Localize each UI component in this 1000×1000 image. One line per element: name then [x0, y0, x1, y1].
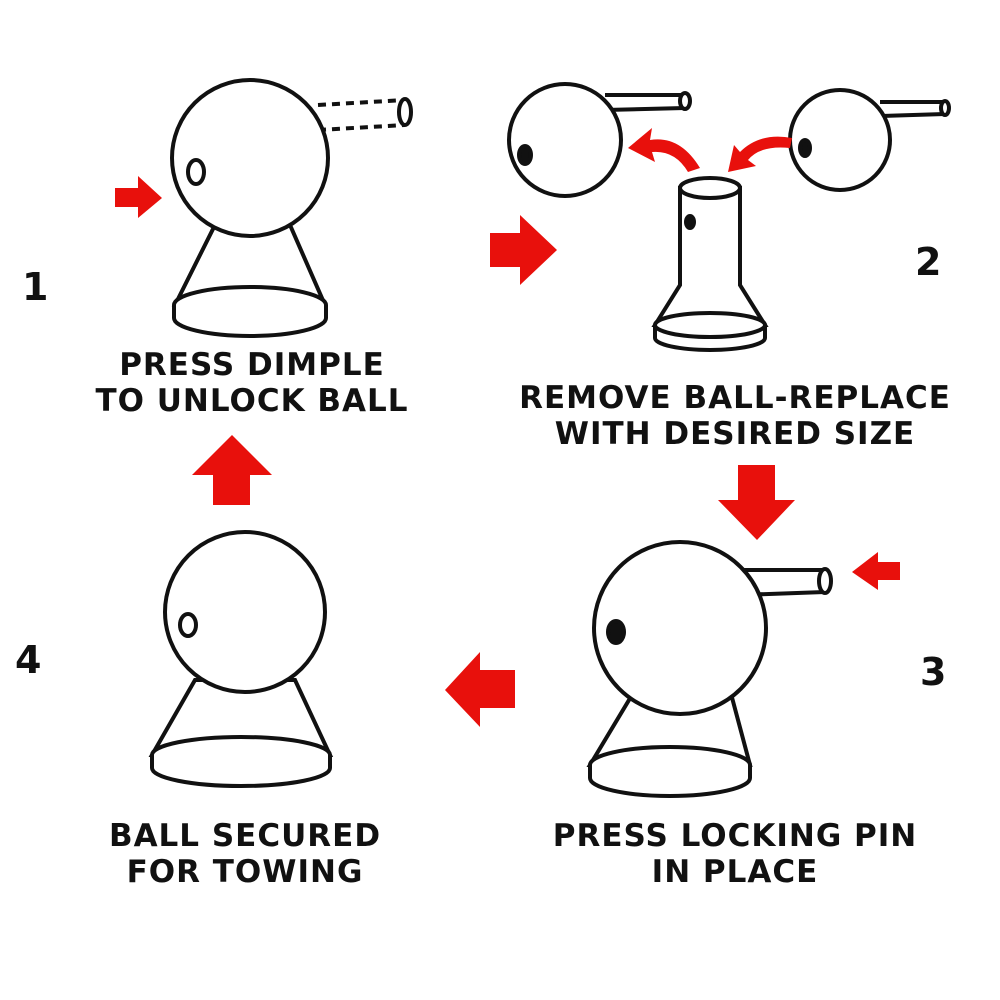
big-arrow-down-icon — [718, 465, 795, 540]
step-number-2: 2 — [915, 240, 942, 284]
arrow-right-icon — [115, 176, 162, 218]
step2-caption: REMOVE BALL-REPLACE WITH DESIRED SIZE — [519, 380, 951, 452]
caption-line: FOR TOWING — [126, 854, 364, 890]
step-number-1: 1 — [22, 265, 49, 309]
step-number-3: 3 — [920, 650, 947, 694]
big-arrow-right-icon — [490, 215, 557, 285]
dimple-icon — [186, 158, 206, 186]
caption-line: BALL SECURED — [108, 818, 382, 854]
curved-arrow-in-icon — [728, 136, 792, 172]
curved-arrow-left-icon — [628, 128, 700, 172]
caption-line: IN PLACE — [651, 854, 819, 890]
step1-caption: PRESS DIMPLE TO UNLOCK BALL — [95, 347, 408, 419]
step4-hitch-ball — [148, 530, 334, 788]
step-number-4: 4 — [15, 638, 42, 682]
caption-line: TO UNLOCK BALL — [95, 383, 409, 419]
step1-hitch-ball — [170, 78, 413, 338]
caption-line: WITH DESIRED SIZE — [554, 416, 916, 452]
step2-ball-shank — [507, 82, 951, 352]
step4-caption: BALL SECURED FOR TOWING — [109, 818, 381, 890]
caption-line: PRESS LOCKING PIN — [552, 818, 918, 854]
arrow-in-icon — [852, 552, 900, 590]
step3-hitch-ball — [586, 540, 833, 798]
big-arrow-up-icon — [192, 435, 272, 505]
caption-line: PRESS DIMPLE — [119, 347, 385, 383]
step3-caption: PRESS LOCKING PIN IN PLACE — [553, 818, 918, 890]
big-arrow-left-icon — [445, 652, 515, 727]
caption-line: REMOVE BALL-REPLACE — [519, 380, 951, 416]
curved-arrows — [628, 128, 792, 172]
